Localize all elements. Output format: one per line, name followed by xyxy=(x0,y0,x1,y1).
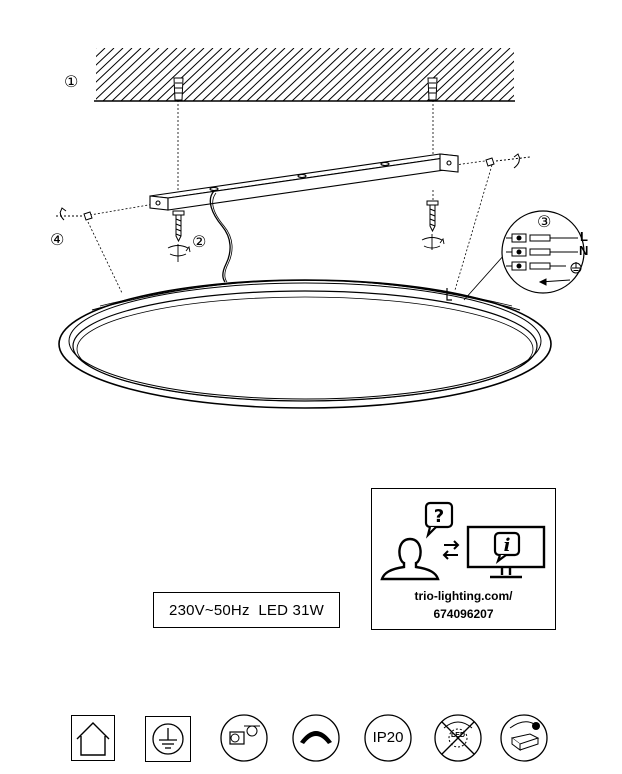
led-not-replaceable-icon: LED xyxy=(434,714,482,762)
step-4-label: ④ xyxy=(50,230,65,249)
spec-label: 230V~50Hz LED 31W xyxy=(153,592,340,628)
ip20-icon: IP20 xyxy=(364,714,412,762)
guide-lines xyxy=(87,100,493,294)
exchange-arrows-icon xyxy=(442,540,460,560)
dimmable-icon xyxy=(292,714,340,762)
neutral-wire-label: N xyxy=(579,243,589,258)
info-url-line1[interactable]: trio-lighting.com/ xyxy=(414,589,513,603)
step-1-label: ① xyxy=(64,72,79,91)
live-wire-label: L xyxy=(580,229,588,244)
info-bubble-icon: i xyxy=(493,531,521,564)
question-mark: ? xyxy=(434,506,444,527)
info-graphic: ? i xyxy=(380,501,546,581)
bulb-included-icon xyxy=(220,714,268,762)
spec-text: 230V~50Hz LED 31W xyxy=(169,601,324,619)
person-icon xyxy=(380,537,440,581)
side-screw-right-icon xyxy=(485,153,531,169)
ceiling-lamp-disc xyxy=(58,279,552,409)
screw-left-icon xyxy=(172,210,185,243)
monitor-icon xyxy=(466,525,546,579)
power-cable xyxy=(209,190,231,283)
question-bubble-icon: ? xyxy=(424,501,454,539)
info-mark: i xyxy=(504,535,511,556)
indoor-use-house-icon xyxy=(71,715,115,761)
wall-plug-right-icon xyxy=(427,77,438,101)
step-2-label: ② xyxy=(192,232,207,251)
ip20-text: IP20 xyxy=(372,729,404,746)
side-screw-left-icon xyxy=(56,207,93,221)
step-3-label: ③ xyxy=(537,212,552,231)
wiring-detail xyxy=(463,210,585,301)
ceiling xyxy=(94,48,515,102)
led-text: LED xyxy=(451,732,465,739)
mounting-bracket xyxy=(149,153,459,211)
info-url-line2[interactable]: 674096207 xyxy=(433,607,494,621)
earth-symbol-icon xyxy=(570,262,582,274)
wall-plug-left-icon xyxy=(173,77,184,101)
rotate-arrow-icon xyxy=(167,237,445,257)
online-info-box: ? i trio-lighting.com/ 674096207 xyxy=(371,488,556,630)
screw-right-icon xyxy=(426,200,439,233)
protection-class-1-earth-icon xyxy=(145,716,191,762)
driver-replaceable-icon xyxy=(500,714,548,762)
